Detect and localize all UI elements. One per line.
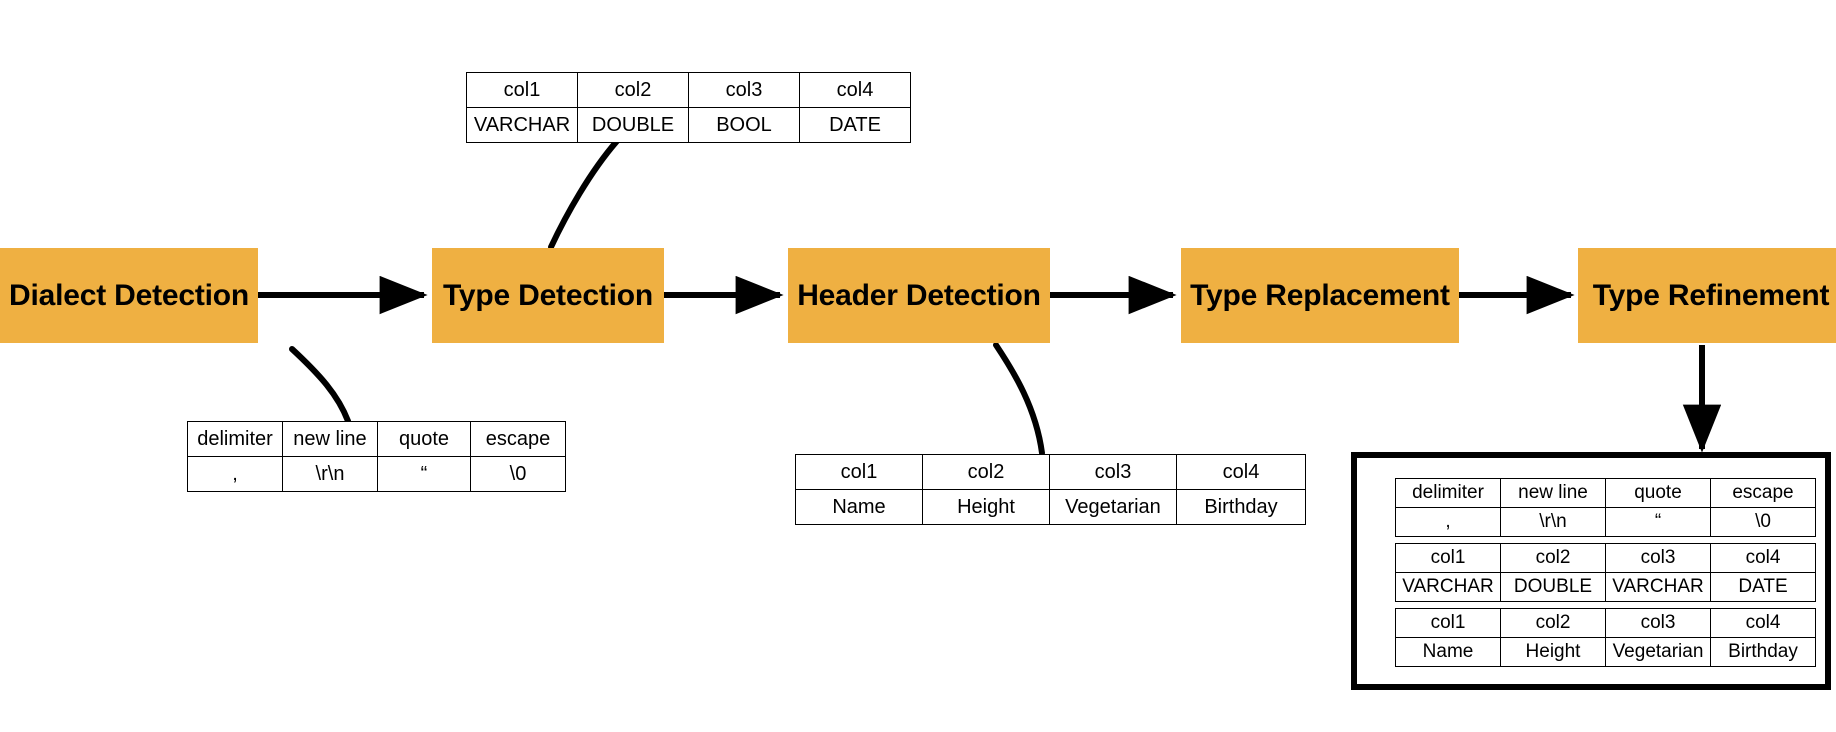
cell-header: col1	[795, 454, 923, 490]
table-row-values: , \r\n “ \0	[187, 456, 566, 492]
cell-value: DATE	[799, 107, 911, 143]
cell-value: ,	[187, 456, 283, 492]
curve-type-to-table	[548, 138, 620, 250]
result-group-box: delimiter new line quote escape , \r\n “…	[1351, 452, 1831, 690]
cell-header: new line	[282, 421, 378, 457]
cell-header: col4	[1176, 454, 1306, 490]
cell-value: Name	[1395, 637, 1501, 667]
stage-label: Type Detection	[442, 278, 653, 312]
cell-value: Vegetarian	[1049, 489, 1177, 525]
cell-header: escape	[470, 421, 566, 457]
table-row-values: Name Height Vegetarian Birthday	[795, 489, 1306, 525]
cell-value: \0	[470, 456, 566, 492]
stage-label: Type Replacement	[1190, 278, 1450, 312]
cell-header: escape	[1710, 478, 1816, 508]
cell-value: DATE	[1710, 572, 1816, 602]
table-dialect-detection: delimiter new line quote escape , \r\n “…	[187, 421, 566, 492]
curve-header-to-table	[993, 342, 1045, 456]
table-result-dialect: delimiter new line quote escape , \r\n “…	[1395, 478, 1816, 537]
cell-header: col3	[1049, 454, 1177, 490]
table-row-headers: col1 col2 col3 col4	[1395, 608, 1816, 638]
table-row-headers: col1 col2 col3 col4	[795, 454, 1306, 490]
cell-header: col3	[1605, 608, 1711, 638]
cell-header: col1	[1395, 608, 1501, 638]
stage-label: Dialect Detection	[9, 278, 249, 312]
cell-value: VARCHAR	[1605, 572, 1711, 602]
cell-header: col2	[1500, 543, 1606, 573]
cell-value: VARCHAR	[466, 107, 578, 143]
stage-dialect-detection[interactable]: Dialect Detection	[0, 248, 258, 343]
cell-header: col4	[799, 72, 911, 108]
cell-header: quote	[1605, 478, 1711, 508]
cell-header: col1	[466, 72, 578, 108]
cell-value: DOUBLE	[1500, 572, 1606, 602]
stage-label: Type Refinement	[1592, 278, 1830, 312]
cell-header: col2	[577, 72, 689, 108]
cell-value: “	[377, 456, 471, 492]
cell-value: \r\n	[1500, 507, 1606, 537]
stage-header-detection[interactable]: Header Detection	[788, 248, 1050, 343]
cell-header: delimiter	[1395, 478, 1501, 508]
cell-value: Birthday	[1710, 637, 1816, 667]
cell-header: col3	[1605, 543, 1711, 573]
cell-value: Name	[795, 489, 923, 525]
cell-value: VARCHAR	[1395, 572, 1501, 602]
curve-dialect-to-table	[289, 346, 351, 424]
table-row-headers: col1 col2 col3 col4	[466, 72, 911, 108]
cell-value: DOUBLE	[577, 107, 689, 143]
cell-value: Height	[922, 489, 1050, 525]
cell-value: \0	[1710, 507, 1816, 537]
stage-type-refinement[interactable]: Type Refinement	[1578, 248, 1836, 343]
table-row-values: Name Height Vegetarian Birthday	[1395, 637, 1816, 667]
cell-header: col1	[1395, 543, 1501, 573]
stage-type-replacement[interactable]: Type Replacement	[1181, 248, 1459, 343]
cell-value: “	[1605, 507, 1711, 537]
stage-type-detection[interactable]: Type Detection	[432, 248, 664, 343]
cell-header: new line	[1500, 478, 1606, 508]
table-result-headers: col1 col2 col3 col4 Name Height Vegetari…	[1395, 608, 1816, 667]
table-row-headers: delimiter new line quote escape	[187, 421, 566, 457]
table-row-headers: col1 col2 col3 col4	[1395, 543, 1816, 573]
cell-value: Vegetarian	[1605, 637, 1711, 667]
cell-header: col4	[1710, 543, 1816, 573]
stage-label: Header Detection	[797, 278, 1041, 312]
table-result-types: col1 col2 col3 col4 VARCHAR DOUBLE VARCH…	[1395, 543, 1816, 602]
table-row-values: VARCHAR DOUBLE BOOL DATE	[466, 107, 911, 143]
cell-header: col4	[1710, 608, 1816, 638]
cell-value: Birthday	[1176, 489, 1306, 525]
cell-header: col3	[688, 72, 800, 108]
table-row-values: VARCHAR DOUBLE VARCHAR DATE	[1395, 572, 1816, 602]
cell-header: quote	[377, 421, 471, 457]
table-type-detection: col1 col2 col3 col4 VARCHAR DOUBLE BOOL …	[466, 72, 911, 143]
cell-value: Height	[1500, 637, 1606, 667]
cell-header: col2	[1500, 608, 1606, 638]
cell-header: delimiter	[187, 421, 283, 457]
table-header-detection: col1 col2 col3 col4 Name Height Vegetari…	[795, 454, 1306, 525]
cell-value: ,	[1395, 507, 1501, 537]
cell-header: col2	[922, 454, 1050, 490]
table-row-headers: delimiter new line quote escape	[1395, 478, 1816, 508]
cell-value: \r\n	[282, 456, 378, 492]
table-row-values: , \r\n “ \0	[1395, 507, 1816, 537]
cell-value: BOOL	[688, 107, 800, 143]
